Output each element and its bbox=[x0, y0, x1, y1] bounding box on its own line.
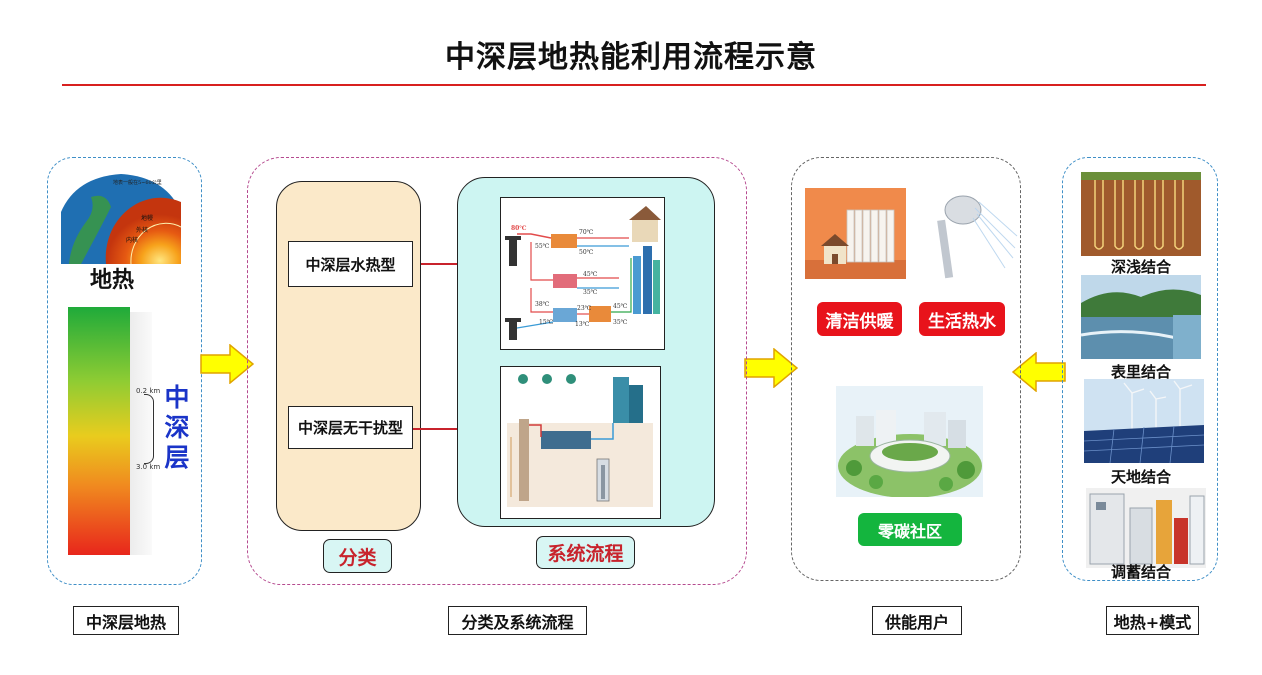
mode-sky-ground: 天地结合 bbox=[1110, 468, 1171, 486]
svg-text:外核: 外核 bbox=[136, 226, 148, 234]
svg-text:35℃: 35℃ bbox=[613, 319, 628, 326]
mid-deep-zone-label: 中深层 bbox=[164, 383, 190, 472]
deep-shallow-mode-image bbox=[1081, 172, 1201, 256]
depth-brace bbox=[144, 394, 154, 464]
svg-text:80℃: 80℃ bbox=[511, 225, 527, 232]
classification-box bbox=[276, 181, 421, 531]
svg-text:地幔: 地幔 bbox=[141, 214, 153, 222]
radiator-house-image bbox=[805, 188, 906, 279]
svg-text:内核: 内核 bbox=[126, 236, 138, 244]
geothermal-plus-modes-panel bbox=[1062, 157, 1218, 581]
page-title: 中深层地热能利用流程示意 bbox=[445, 40, 817, 75]
svg-text:55℃: 55℃ bbox=[535, 243, 550, 250]
svg-text:70℃: 70℃ bbox=[579, 229, 594, 236]
svg-text:45℃: 45℃ bbox=[613, 303, 628, 310]
mode-surface-subsurface: 表里结合 bbox=[1110, 363, 1171, 381]
svg-text:15℃: 15℃ bbox=[539, 319, 554, 326]
system-flow-label: 系统流程 bbox=[536, 536, 635, 569]
gradient-bar-shadow bbox=[130, 312, 152, 555]
depth-top-label: 0.2 km bbox=[136, 387, 161, 395]
storage-regulation-mode-image bbox=[1086, 488, 1206, 568]
classification-flow-panel bbox=[247, 157, 747, 585]
bottom-label-geothermal: 中深层地热 bbox=[73, 606, 179, 635]
temperature-gradient-bar bbox=[68, 307, 130, 555]
bottom-label-users: 供能用户 bbox=[872, 606, 962, 635]
domestic-hot-water-label: 生活热水 bbox=[919, 302, 1005, 336]
non-interference-flow-diagram bbox=[500, 366, 661, 519]
mode-storage-regulation: 调蓄结合 bbox=[1110, 563, 1171, 581]
svg-text:50℃: 50℃ bbox=[579, 249, 594, 256]
energy-users-panel bbox=[791, 157, 1021, 581]
svg-text:35℃: 35℃ bbox=[583, 289, 598, 296]
svg-text:45℃: 45℃ bbox=[583, 271, 598, 278]
arrow-left-icon bbox=[1012, 352, 1066, 392]
zero-carbon-community-label: 零碳社区 bbox=[858, 513, 962, 546]
zero-carbon-community-image bbox=[836, 386, 983, 497]
type-hydrothermal: 中深层水热型 bbox=[288, 241, 413, 287]
depth-bottom-label: 3.0 km bbox=[136, 463, 161, 471]
type-non-interference: 中深层无干扰型 bbox=[288, 406, 413, 449]
sky-ground-mode-image bbox=[1084, 379, 1204, 463]
mode-deep-shallow: 深浅结合 bbox=[1110, 258, 1171, 276]
svg-text:38℃: 38℃ bbox=[535, 301, 550, 308]
surface-subsurface-mode-image bbox=[1081, 275, 1201, 359]
hydrothermal-flow-diagram: 80℃ 55℃ 70℃ 50℃ 45℃ 35℃ 38℃ 23℃ 15℃ 13℃ … bbox=[500, 197, 665, 350]
bottom-label-modes: 地热+模式 bbox=[1106, 606, 1199, 635]
bottom-label-classification: 分类及系统流程 bbox=[448, 606, 587, 635]
clean-heating-label: 清洁供暖 bbox=[817, 302, 902, 336]
title-divider bbox=[62, 84, 1206, 86]
geothermal-label: 地热 bbox=[90, 267, 135, 293]
svg-text:地表一般在5~60公里: 地表一般在5~60公里 bbox=[113, 179, 162, 186]
svg-text:23℃: 23℃ bbox=[577, 305, 592, 312]
shower-head-image bbox=[919, 188, 1018, 279]
earth-cross-section-image: 地表一般在5~60公里 地幔 外核 内核 bbox=[61, 174, 181, 264]
classification-label: 分类 bbox=[323, 539, 392, 573]
svg-text:13℃: 13℃ bbox=[575, 321, 590, 328]
arrow-right-2-icon bbox=[744, 348, 798, 388]
arrow-right-1-icon bbox=[200, 344, 254, 384]
